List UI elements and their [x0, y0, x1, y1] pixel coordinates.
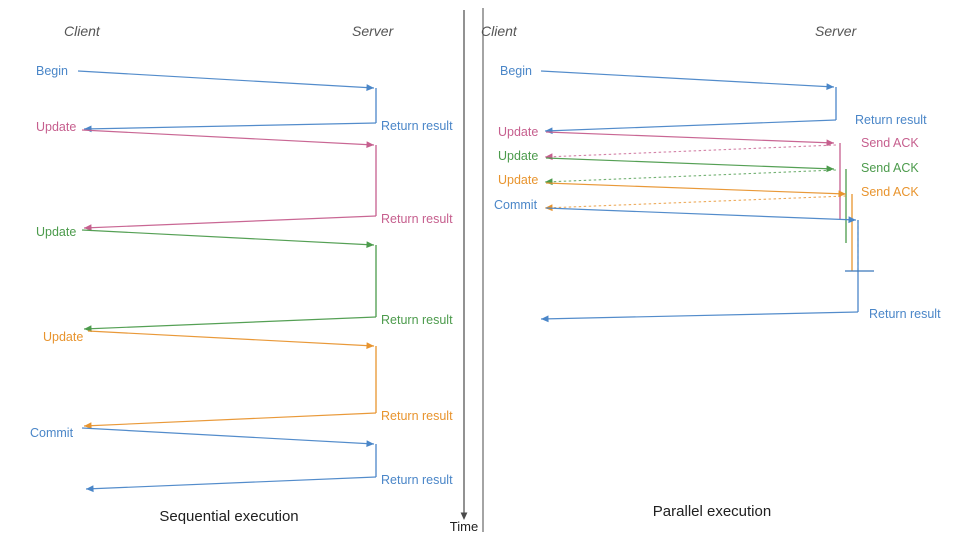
message-label-commit-return: Return result: [381, 473, 453, 487]
time-axis-arrowhead: [460, 512, 468, 520]
message-parallel-update3-request: Update: [498, 173, 847, 198]
message-arrowhead-update2-ack: [545, 178, 553, 186]
message-label-update1-return: Return result: [381, 212, 453, 226]
message-arrowhead-update1-request: [826, 139, 834, 147]
panel-caption-parallel: Parallel execution: [653, 503, 771, 520]
message-line-commit-request: [81, 427, 375, 445]
message-line-update2-ack: [544, 169, 837, 183]
message-line-update2-request: [81, 229, 375, 246]
message-arrowhead-commit-return: [86, 485, 94, 493]
message-label-begin-request: Begin: [36, 64, 68, 78]
message-line-update3-ack: [544, 195, 847, 209]
message-line-begin-return: [83, 122, 377, 130]
message-label-begin-return: Return result: [381, 119, 453, 133]
message-label-update3-request: Update: [43, 330, 83, 344]
message-line-begin-request: [77, 70, 375, 89]
message-line-update3-return: [83, 412, 377, 427]
message-label-update3-request: Update: [498, 173, 538, 187]
message-parallel-commit-return: Return result: [540, 307, 941, 323]
time-axis-label: Time: [450, 519, 478, 534]
message-label-begin-request: Begin: [500, 64, 532, 78]
message-label-update2-return: Return result: [381, 313, 453, 327]
message-arrowhead-commit-return: [541, 315, 549, 323]
message-arrowhead-update3-request: [366, 342, 374, 350]
message-sequential-update1-request: Update: [36, 120, 375, 149]
message-arrowhead-commit-request: [366, 440, 374, 447]
message-sequential-update2-return: Return result: [83, 313, 453, 333]
message-line-update1-request: [81, 129, 375, 146]
message-label-update1-request: Update: [498, 125, 538, 139]
message-arrowhead-update2-request: [366, 241, 374, 249]
message-label-begin-return: Return result: [855, 113, 927, 127]
actor-label-client-sequential: Client: [64, 23, 101, 39]
message-sequential-update3-return: Return result: [83, 409, 453, 430]
panel-caption-sequential: Sequential execution: [159, 508, 298, 525]
actor-label-server-sequential: Server: [352, 23, 395, 39]
message-sequential-update2-request: Update: [36, 225, 375, 249]
message-line-commit-request: [545, 207, 857, 221]
message-label-update1-ack: Send ACK: [861, 136, 919, 150]
message-parallel-begin-request: Begin: [500, 64, 835, 90]
message-sequential-commit-return: Return result: [85, 473, 453, 493]
message-label-commit-request: Commit: [30, 426, 74, 440]
actor-label-server-parallel: Server: [815, 23, 858, 39]
message-label-commit-return: Return result: [869, 307, 941, 321]
message-sequential-begin-request: Begin: [36, 64, 375, 91]
message-label-update2-request: Update: [36, 225, 76, 239]
message-line-commit-return: [85, 476, 377, 490]
message-line-update1-ack: [544, 144, 837, 158]
message-arrowhead-begin-request: [366, 84, 374, 91]
message-line-update2-request: [545, 157, 835, 170]
message-parallel-begin-return: Return result: [544, 113, 927, 135]
message-parallel-update1-request: Update: [498, 125, 835, 147]
message-label-update2-request: Update: [498, 149, 538, 163]
message-arrowhead-update1-return: [84, 224, 92, 232]
actor-label-client-parallel: Client: [481, 23, 518, 39]
message-arrowhead-update1-ack: [545, 153, 553, 161]
message-arrowhead-update3-return: [84, 422, 92, 430]
message-line-update3-request: [545, 182, 847, 195]
message-parallel-update3-ack: Send ACK: [544, 185, 919, 212]
message-label-update2-ack: Send ACK: [861, 161, 919, 175]
message-arrowhead-begin-return: [84, 125, 92, 133]
message-line-update2-return: [83, 316, 377, 330]
message-line-update1-request: [545, 131, 835, 144]
message-label-update3-ack: Send ACK: [861, 185, 919, 199]
message-line-update1-return: [83, 215, 377, 229]
time-axis-group: Time: [450, 10, 478, 534]
message-arrowhead-begin-return: [545, 127, 553, 135]
message-sequential-update3-request: Update: [43, 330, 375, 350]
message-arrowhead-commit-request: [848, 216, 856, 224]
message-parallel-commit-request: Commit: [494, 198, 857, 224]
message-arrowhead-update3-request: [838, 190, 846, 198]
message-sequential-commit-request: Commit: [30, 426, 375, 447]
message-parallel-update2-request: Update: [498, 149, 835, 173]
message-line-begin-return: [544, 119, 837, 132]
message-sequential-update1-return: Return result: [83, 212, 453, 232]
message-line-commit-return: [540, 311, 859, 320]
message-label-commit-request: Commit: [494, 198, 538, 212]
message-line-update3-request: [87, 330, 375, 347]
message-arrowhead-update2-return: [84, 325, 92, 333]
message-arrowhead-update1-request: [366, 141, 374, 149]
message-sequential-begin-return: Return result: [83, 119, 453, 133]
message-label-update1-request: Update: [36, 120, 76, 134]
message-label-update3-return: Return result: [381, 409, 453, 423]
message-arrowhead-begin-request: [826, 83, 834, 90]
message-line-begin-request: [540, 70, 835, 88]
message-arrowhead-update2-request: [826, 165, 834, 173]
